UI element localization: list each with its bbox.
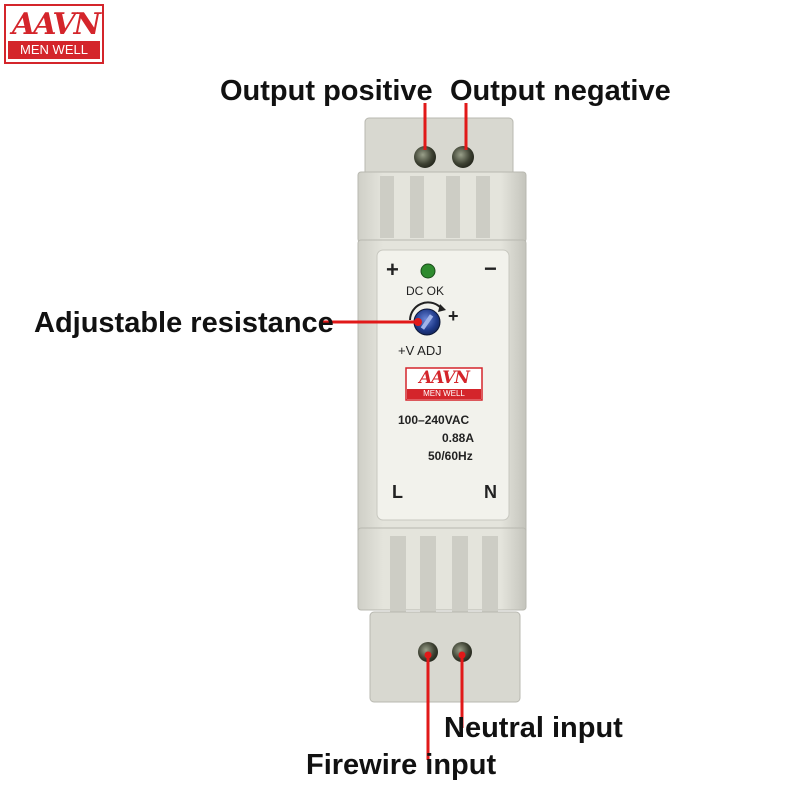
device-logo-mark: AAVN — [419, 368, 470, 388]
device-terminal-l: L — [392, 482, 403, 502]
terminal-screw — [452, 146, 474, 168]
terminal-screw — [414, 146, 436, 168]
device-minus-sign: − — [484, 256, 497, 281]
device-dc-ok-label: DC OK — [406, 284, 445, 298]
adjust-arrow-icon — [438, 304, 446, 312]
device-spec-current: 0.88A — [442, 431, 475, 445]
device-adj-plus: + — [448, 306, 459, 326]
device-v-adj-label: +V ADJ — [398, 343, 442, 358]
device-spec-frequency: 50/60Hz — [428, 449, 473, 463]
brand-logo: AAVN MEN WELL — [4, 4, 104, 64]
adjust-arc — [409, 301, 441, 321]
device-terminal-n: N — [484, 482, 497, 502]
brand-logo-mark: AAVN — [12, 7, 101, 42]
device-plus-sign: + — [386, 257, 399, 282]
pot-slot — [420, 314, 434, 330]
label-output-positive: Output positive — [220, 75, 433, 107]
device-spec-voltage: 100–240VAC — [398, 413, 470, 427]
dc-ok-led — [420, 263, 436, 279]
label-firewire-input: Firewire input — [306, 749, 497, 781]
label-neutral-input: Neutral input — [444, 712, 623, 744]
top-terminal-block — [357, 117, 527, 243]
brand-logo-sub: MEN WELL — [8, 41, 100, 59]
device-logo-sub: MEN WELL — [423, 389, 465, 398]
label-output-negative: Output negative — [450, 75, 671, 107]
bottom-terminal-block — [357, 527, 527, 703]
label-adjustable-resistance: Adjustable resistance — [34, 307, 334, 339]
